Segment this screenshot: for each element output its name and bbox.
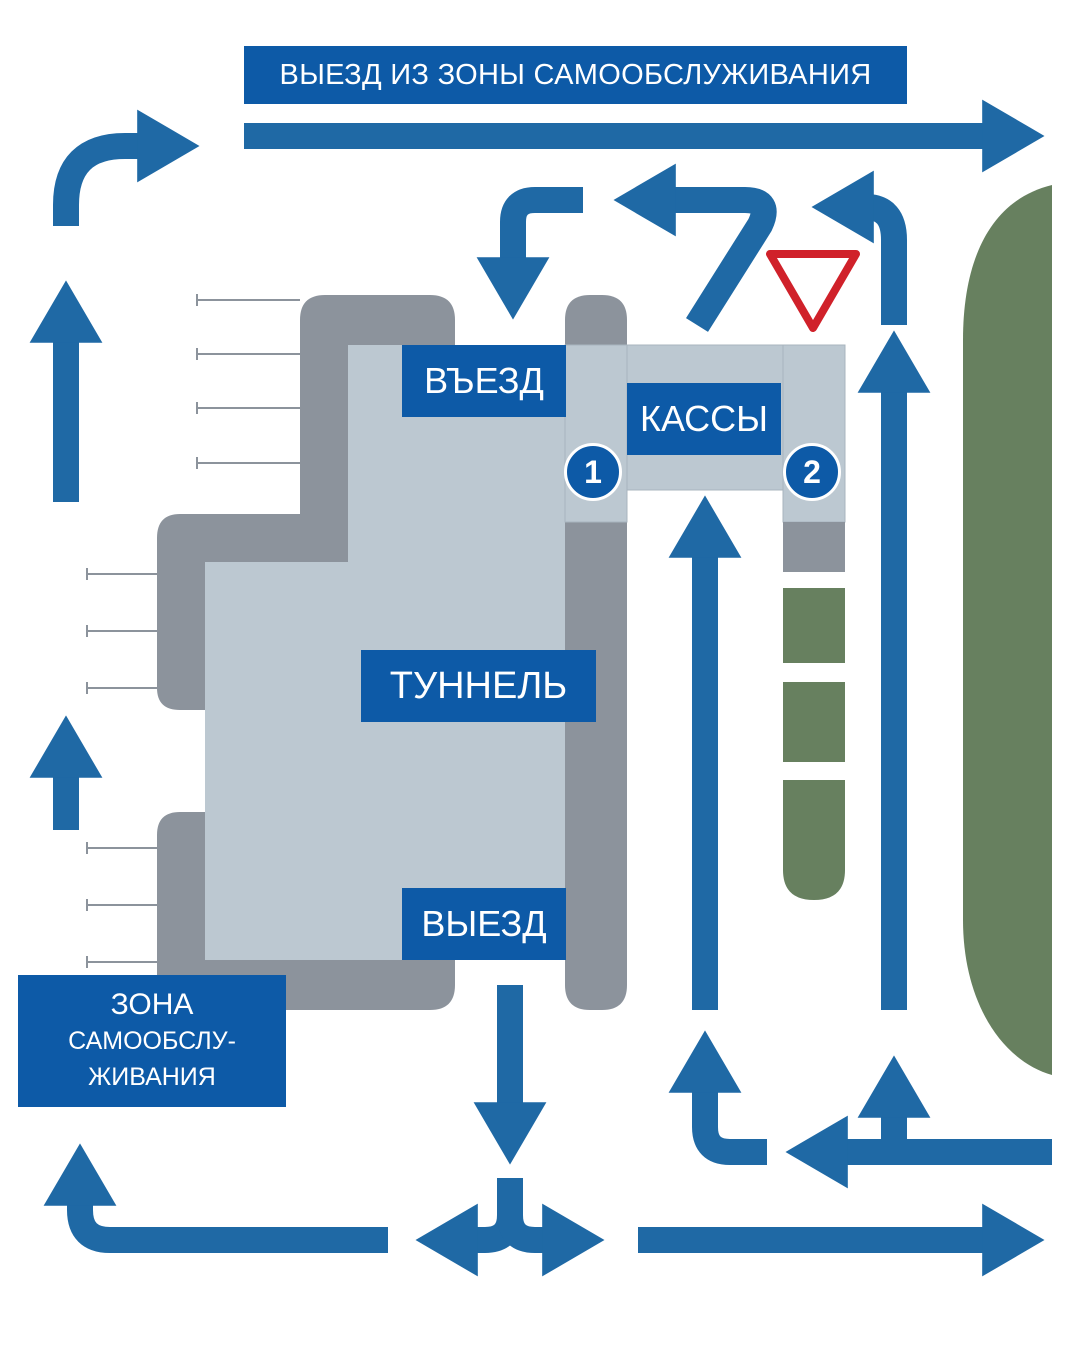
exit-self-service-label: ВЫЕЗД ИЗ ЗОНЫ САМООБСЛУЖИВАНИЯ — [244, 46, 907, 104]
arrow-to-entry — [476, 187, 583, 320]
cash-desk-island — [783, 522, 845, 572]
yield-sign-icon — [766, 250, 860, 332]
arrow-top-left-curve — [53, 109, 200, 226]
green-lawn-right — [963, 185, 1052, 1075]
cash-desk-number-2: 2 — [783, 443, 841, 501]
self-service-zone-line-3: ЖИВАНИЯ — [88, 1063, 216, 1091]
arrow-right-curve-up — [811, 170, 907, 325]
vacuum-posts — [86, 294, 300, 968]
arrow-cash-return — [613, 163, 777, 332]
cash-desk-number-1: 1 — [564, 443, 622, 501]
tunnel-label: ТУННЕЛЬ — [361, 650, 596, 722]
green-strip — [783, 588, 845, 900]
cash-desks-label: КАССЫ — [627, 383, 781, 455]
exit-label: ВЫЕЗД — [402, 888, 566, 960]
arrow-bottom-left-return — [43, 1143, 388, 1253]
self-service-zone-line-2: САМООБСЛУ- — [68, 1027, 236, 1055]
traffic-arrows — [29, 99, 1052, 1277]
arrow-bottom-mid-up — [668, 1030, 767, 1165]
arrow-bottom-fork-right — [497, 1203, 605, 1277]
entry-label: ВЪЕЗД — [402, 345, 566, 417]
self-service-zone-line-1: ЗОНА — [110, 988, 194, 1021]
self-service-zone-label: ЗОНА САМООБСЛУ- ЖИВАНИЯ — [18, 975, 286, 1107]
